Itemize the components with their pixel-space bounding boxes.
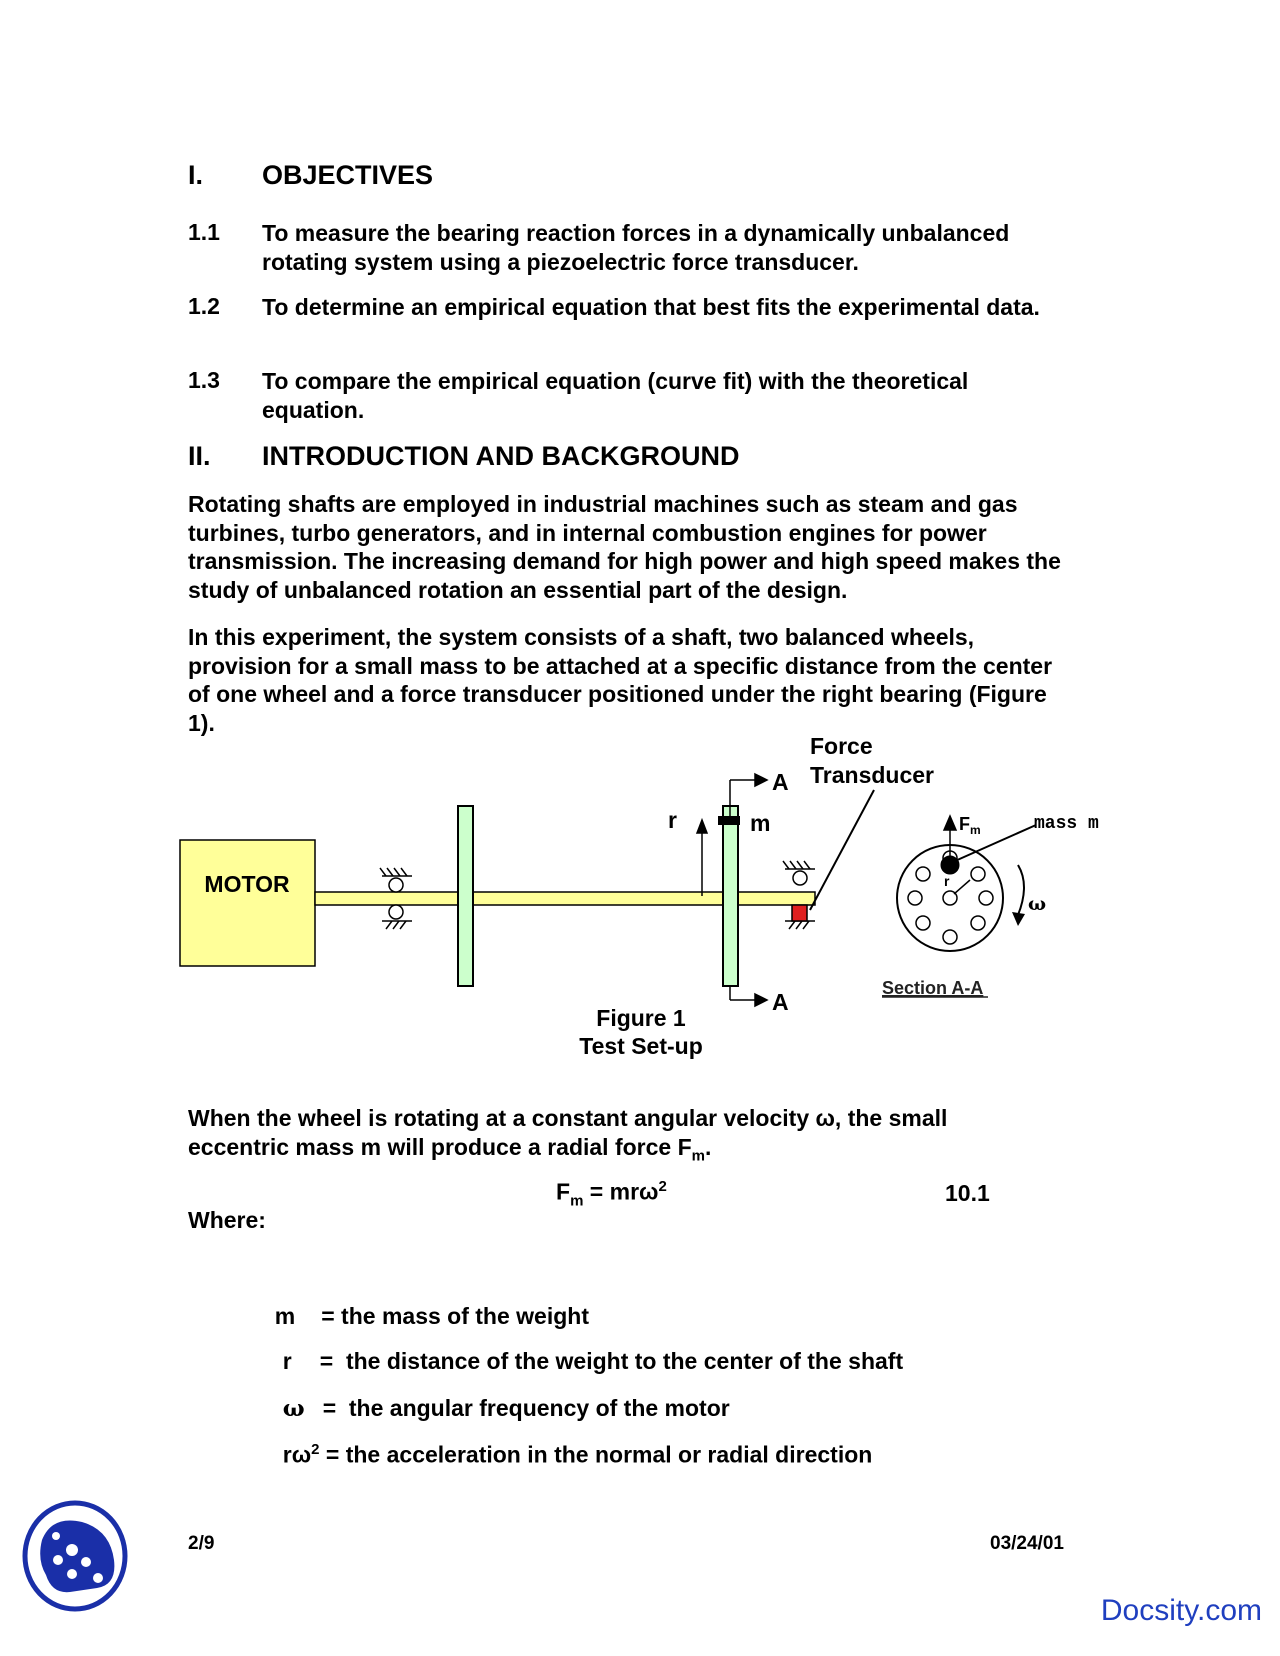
omega-label: ω	[1028, 893, 1046, 915]
section-a-bottom-label: A	[772, 989, 789, 1015]
r-label: r	[668, 807, 677, 833]
definition-superscript: 2	[311, 1441, 320, 1458]
force-label: Force	[810, 733, 873, 759]
section-1-number: I.	[188, 160, 204, 190]
definition-text: = the acceleration in the normal or radi…	[319, 1441, 873, 1468]
section-1-title: OBJECTIVES	[262, 160, 434, 190]
definition-row: ω = the angular frequency of the motor	[270, 1368, 730, 1422]
equation-lhs-subscript: m	[570, 1192, 584, 1210]
section-2-title: INTRODUCTION AND BACKGROUND	[262, 441, 740, 471]
test-setup-figure: MOTOR A A r m	[179, 733, 1099, 1059]
section-2-number: II.	[188, 441, 211, 471]
rotation-arrowhead	[1012, 912, 1025, 926]
objective-number: 1.2	[188, 293, 220, 319]
force-transducer	[791, 904, 808, 922]
definition-symbol: m	[274, 1303, 296, 1329]
definition-row: m = the mass of the weight	[262, 1276, 589, 1330]
intro-paragraph: Rotating shafts are employed in industri…	[188, 491, 1061, 603]
right-wheel	[722, 805, 739, 987]
fm-arrow	[942, 814, 958, 856]
definition-symbol: rω	[282, 1441, 312, 1468]
docsity-link[interactable]: Docsity.com	[1100, 1594, 1262, 1627]
radius-arrow	[695, 817, 709, 896]
section-cut-line	[729, 772, 769, 1008]
objective-number: 1.1	[188, 219, 220, 245]
left-bearing	[379, 867, 412, 930]
equation-rhs: = mrω	[583, 1178, 659, 1205]
motor-label: MOTOR	[204, 871, 290, 897]
page-number: 2/9	[188, 1533, 215, 1554]
radial-force-paragraph: When the wheel is rotating at a constant…	[188, 1104, 1028, 1171]
equation: Fm = mrω2	[556, 1178, 667, 1209]
footer-date: 03/24/01	[990, 1533, 1064, 1554]
equation-rhs-superscript: 2	[658, 1178, 667, 1195]
definition-row: rω2 = the acceleration in the normal or …	[270, 1414, 873, 1469]
mass-leader	[954, 824, 1037, 862]
radial-force-text: When the wheel is rotating at a constant…	[188, 1105, 948, 1160]
section-a-a-label: Section A-A	[882, 978, 983, 998]
radial-force-subscript: m	[691, 1147, 705, 1165]
docsity-logo-icon	[22, 1500, 128, 1612]
rotation-arrow	[1017, 864, 1025, 916]
definition-symbol: r	[282, 1348, 292, 1374]
left-wheel	[457, 805, 474, 987]
equation-number: 10.1	[945, 1180, 990, 1206]
eccentric-mass	[718, 816, 740, 825]
objective-text: To compare the empirical equation (curve…	[262, 368, 969, 423]
transducer-label: Transducer	[810, 762, 934, 788]
figure-caption-subtitle: Test Set-up	[579, 1033, 703, 1059]
transducer-leader	[809, 789, 875, 911]
fm-label: Fm	[959, 814, 981, 837]
radius-line	[953, 879, 971, 895]
where-label: Where:	[188, 1207, 266, 1233]
objective-text: To measure the bearing reaction forces i…	[262, 220, 1010, 275]
equation-lhs: F	[556, 1178, 571, 1205]
motor-box	[179, 839, 316, 967]
radial-force-period: .	[705, 1133, 712, 1160]
small-r-label: r	[944, 873, 950, 889]
shaft	[314, 891, 816, 906]
definition-row: r = the distance of the weight to the cen…	[270, 1321, 903, 1375]
mass-label: mass m	[1034, 814, 1099, 834]
definition-text: = the mass of the weight	[321, 1303, 589, 1329]
section-a-top-label: A	[772, 769, 789, 795]
experiment-paragraph: In this experiment, the system consists …	[188, 624, 1053, 736]
definition-symbol: ω	[282, 1395, 305, 1422]
m-label: m	[750, 810, 770, 836]
objective-number: 1.3	[188, 367, 220, 393]
figure-caption-title: Figure 1	[596, 1005, 686, 1031]
section-a-a-view	[896, 844, 1004, 952]
definition-text: = the angular frequency of the motor	[322, 1395, 730, 1421]
objective-text: To determine an empirical equation that …	[262, 294, 1040, 320]
definition-text: = the distance of the weight to the cent…	[319, 1348, 904, 1374]
